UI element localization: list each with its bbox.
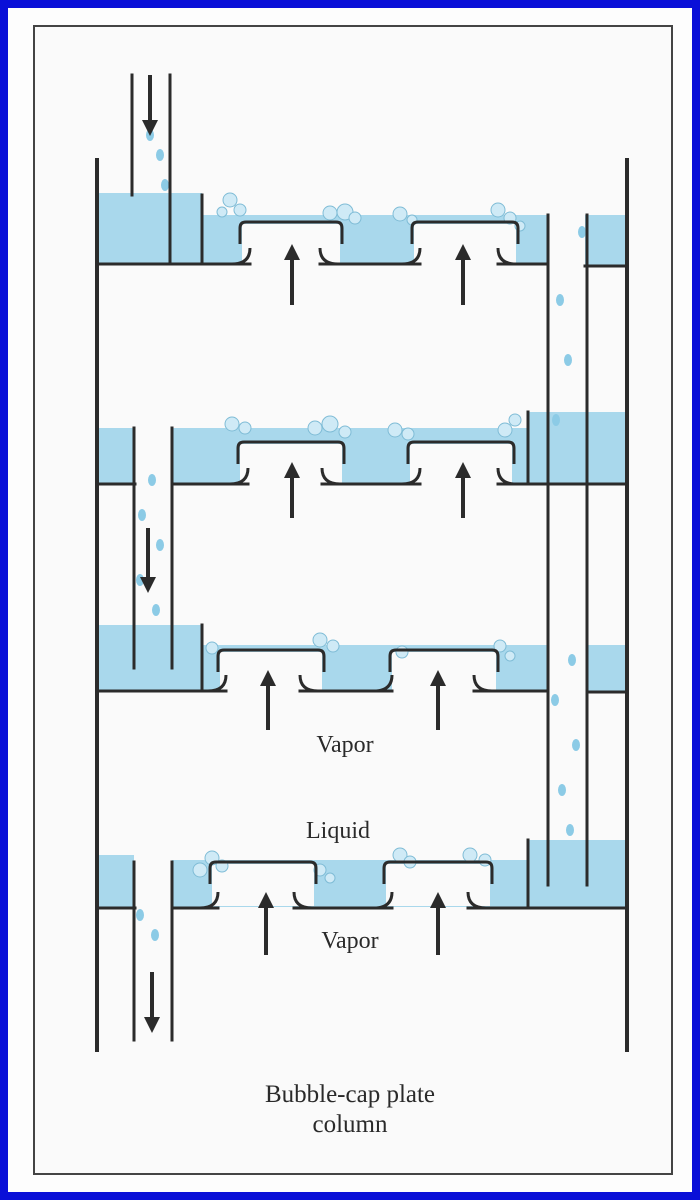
tray3-right-pool [587, 645, 625, 692]
liquid-drop [564, 354, 572, 366]
tray4-left-pool [99, 855, 134, 907]
liquid-drop [161, 179, 169, 191]
liquid-drop [551, 694, 559, 706]
tray2-riser-a [229, 467, 341, 486]
liquid-drop [148, 474, 156, 486]
liquid-layer [99, 193, 625, 907]
tray2-cap-a [236, 440, 346, 464]
bubble [348, 211, 362, 225]
tray1-cap-a [238, 220, 344, 244]
tray3-riser-b [373, 674, 493, 693]
bubble [322, 205, 338, 221]
tray2-cap-b [406, 440, 516, 464]
bubble [312, 632, 328, 648]
bubble [508, 413, 522, 427]
bubble [192, 862, 208, 878]
tray4-cap-a [208, 860, 318, 884]
liquid-drop [566, 824, 574, 836]
bubble [224, 416, 240, 432]
liquid-drop [156, 149, 164, 161]
tray1-right-pool [585, 215, 625, 265]
bubble [324, 872, 336, 884]
liquid-drop [552, 414, 560, 426]
liquid-drop [572, 739, 580, 751]
caption-line-2: column [312, 1111, 388, 1138]
liquid-drop [152, 604, 160, 616]
liquid-drop [556, 294, 564, 306]
liquid-drop [156, 539, 164, 551]
liquid-drop [558, 784, 566, 796]
caption-line-1: Bubble-cap plate [264, 1081, 436, 1108]
bubble [401, 427, 415, 441]
bubble [462, 847, 478, 863]
tray1-riser-b [401, 247, 517, 266]
liquid-drop [136, 909, 144, 921]
liquid-drop [578, 226, 586, 238]
bubble [387, 422, 403, 438]
tray2-riser-b [401, 467, 517, 486]
vapor-label-upper: Vapor [316, 732, 373, 758]
tray4-cap-a-vapor-space [212, 864, 314, 906]
tray2-left-pool [99, 428, 134, 483]
bubble [490, 202, 506, 218]
bubble [504, 650, 516, 662]
liquid-drop [146, 129, 154, 141]
bubble [222, 192, 238, 208]
tray1-riser-a [231, 247, 339, 266]
tray4-cap-b [382, 860, 494, 884]
flow-arrows [140, 75, 471, 1033]
tray3-inlet-pool [99, 625, 202, 690]
bubble [326, 639, 340, 653]
tray1-inlet-pool [99, 193, 202, 263]
tray1-cap-b [410, 220, 520, 244]
vapor-label-lower: Vapor [321, 928, 378, 954]
bubble [395, 645, 409, 659]
bubble [205, 641, 219, 655]
bubble [233, 203, 247, 217]
bubble [307, 420, 323, 436]
bubble [392, 206, 408, 222]
tray4-outlet-pool [528, 840, 625, 907]
bubble [493, 639, 507, 653]
bubble [216, 206, 228, 218]
liquid-drop [138, 509, 146, 521]
tray4-riser-a [199, 891, 313, 910]
liquid-drop [151, 929, 159, 941]
bubble [321, 415, 339, 433]
bubble [238, 421, 252, 435]
tray2-outlet-pool [528, 412, 625, 484]
tray4-riser-b [373, 891, 487, 910]
bubble [497, 422, 513, 438]
liquid-label: Liquid [306, 818, 370, 844]
tray3-cap-a [216, 648, 326, 672]
liquid-drop [568, 654, 576, 666]
liquid-drop [136, 574, 144, 586]
bubble [338, 425, 352, 439]
tray3-riser-a [207, 674, 319, 693]
tray4-cap-b-vapor-space [386, 864, 490, 906]
structure-lines [95, 73, 629, 1052]
tray3-cap-b [388, 648, 500, 672]
